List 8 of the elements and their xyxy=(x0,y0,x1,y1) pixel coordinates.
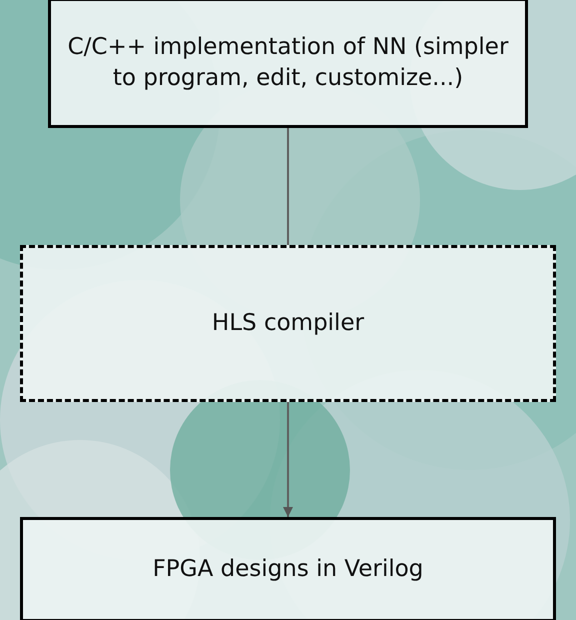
arrow xyxy=(283,402,293,517)
box-text: C/C++ implementation of NN (simpler to program, edit, customize...) xyxy=(66,32,510,93)
process-box xyxy=(20,517,556,620)
box-text: HLS compiler xyxy=(212,308,364,338)
dashed-process-box xyxy=(20,245,556,402)
process-box xyxy=(48,0,528,128)
box-text: FPGA designs in Verilog xyxy=(152,554,424,584)
connector-line xyxy=(287,128,289,245)
